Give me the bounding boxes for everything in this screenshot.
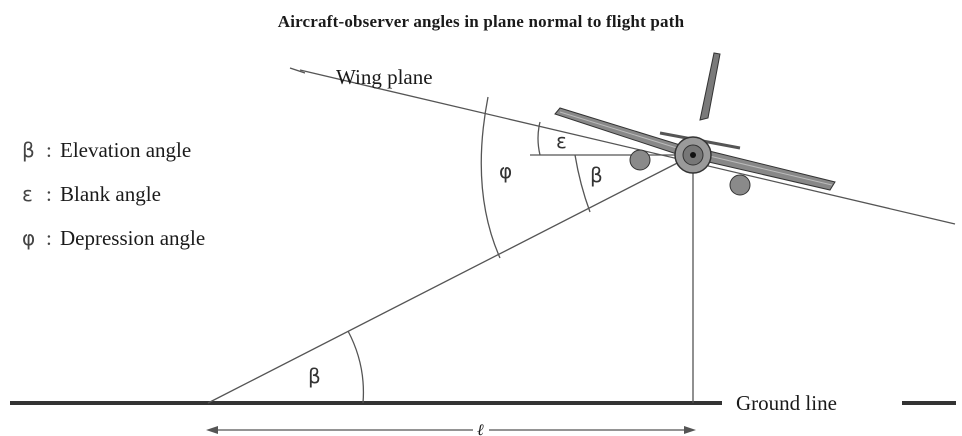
legend-symbol-beta: β (22, 138, 35, 162)
legend-item-depression: φ: Depression angle (22, 216, 205, 260)
beta-top-label: β (590, 163, 603, 187)
legend-separator: : (46, 182, 52, 206)
legend-text-elevation: Elevation angle (60, 138, 192, 162)
epsilon-arc (537, 121, 541, 156)
aircraft-icon (554, 52, 836, 196)
distance-arrowhead-left (206, 426, 218, 434)
legend-symbol-epsilon: ε (22, 182, 33, 206)
legend-separator: : (46, 226, 52, 250)
wing-plane-tick (289, 67, 306, 74)
distance-label: ℓ (477, 422, 484, 436)
line-of-sight (207, 154, 694, 404)
distance-arrowhead-right (684, 426, 696, 434)
legend-item-blank: ε: Blank angle (22, 172, 205, 216)
legend-symbol-phi: φ (22, 226, 36, 250)
beta-ground-label: β (308, 364, 321, 388)
legend-text-blank: Blank angle (60, 182, 161, 206)
beta-ground-arc (347, 330, 365, 404)
phi-label: φ (499, 159, 512, 183)
beta-top-arc (574, 154, 591, 213)
legend-text-depression: Depression angle (60, 226, 206, 250)
diagram-title: Aircraft-observer angles in plane normal… (277, 12, 685, 31)
legend-separator: : (46, 138, 52, 162)
legend: β: Elevation angle ε: Blank angle φ: Depres… (22, 128, 205, 260)
epsilon-label: ε (556, 129, 567, 153)
ground-line-label: Ground line (736, 391, 837, 415)
legend-item-elevation: β: Elevation angle (22, 128, 205, 172)
phi-arc (480, 96, 501, 259)
wing-plane-line (299, 69, 956, 225)
wing-plane-label: Wing plane (336, 65, 433, 89)
